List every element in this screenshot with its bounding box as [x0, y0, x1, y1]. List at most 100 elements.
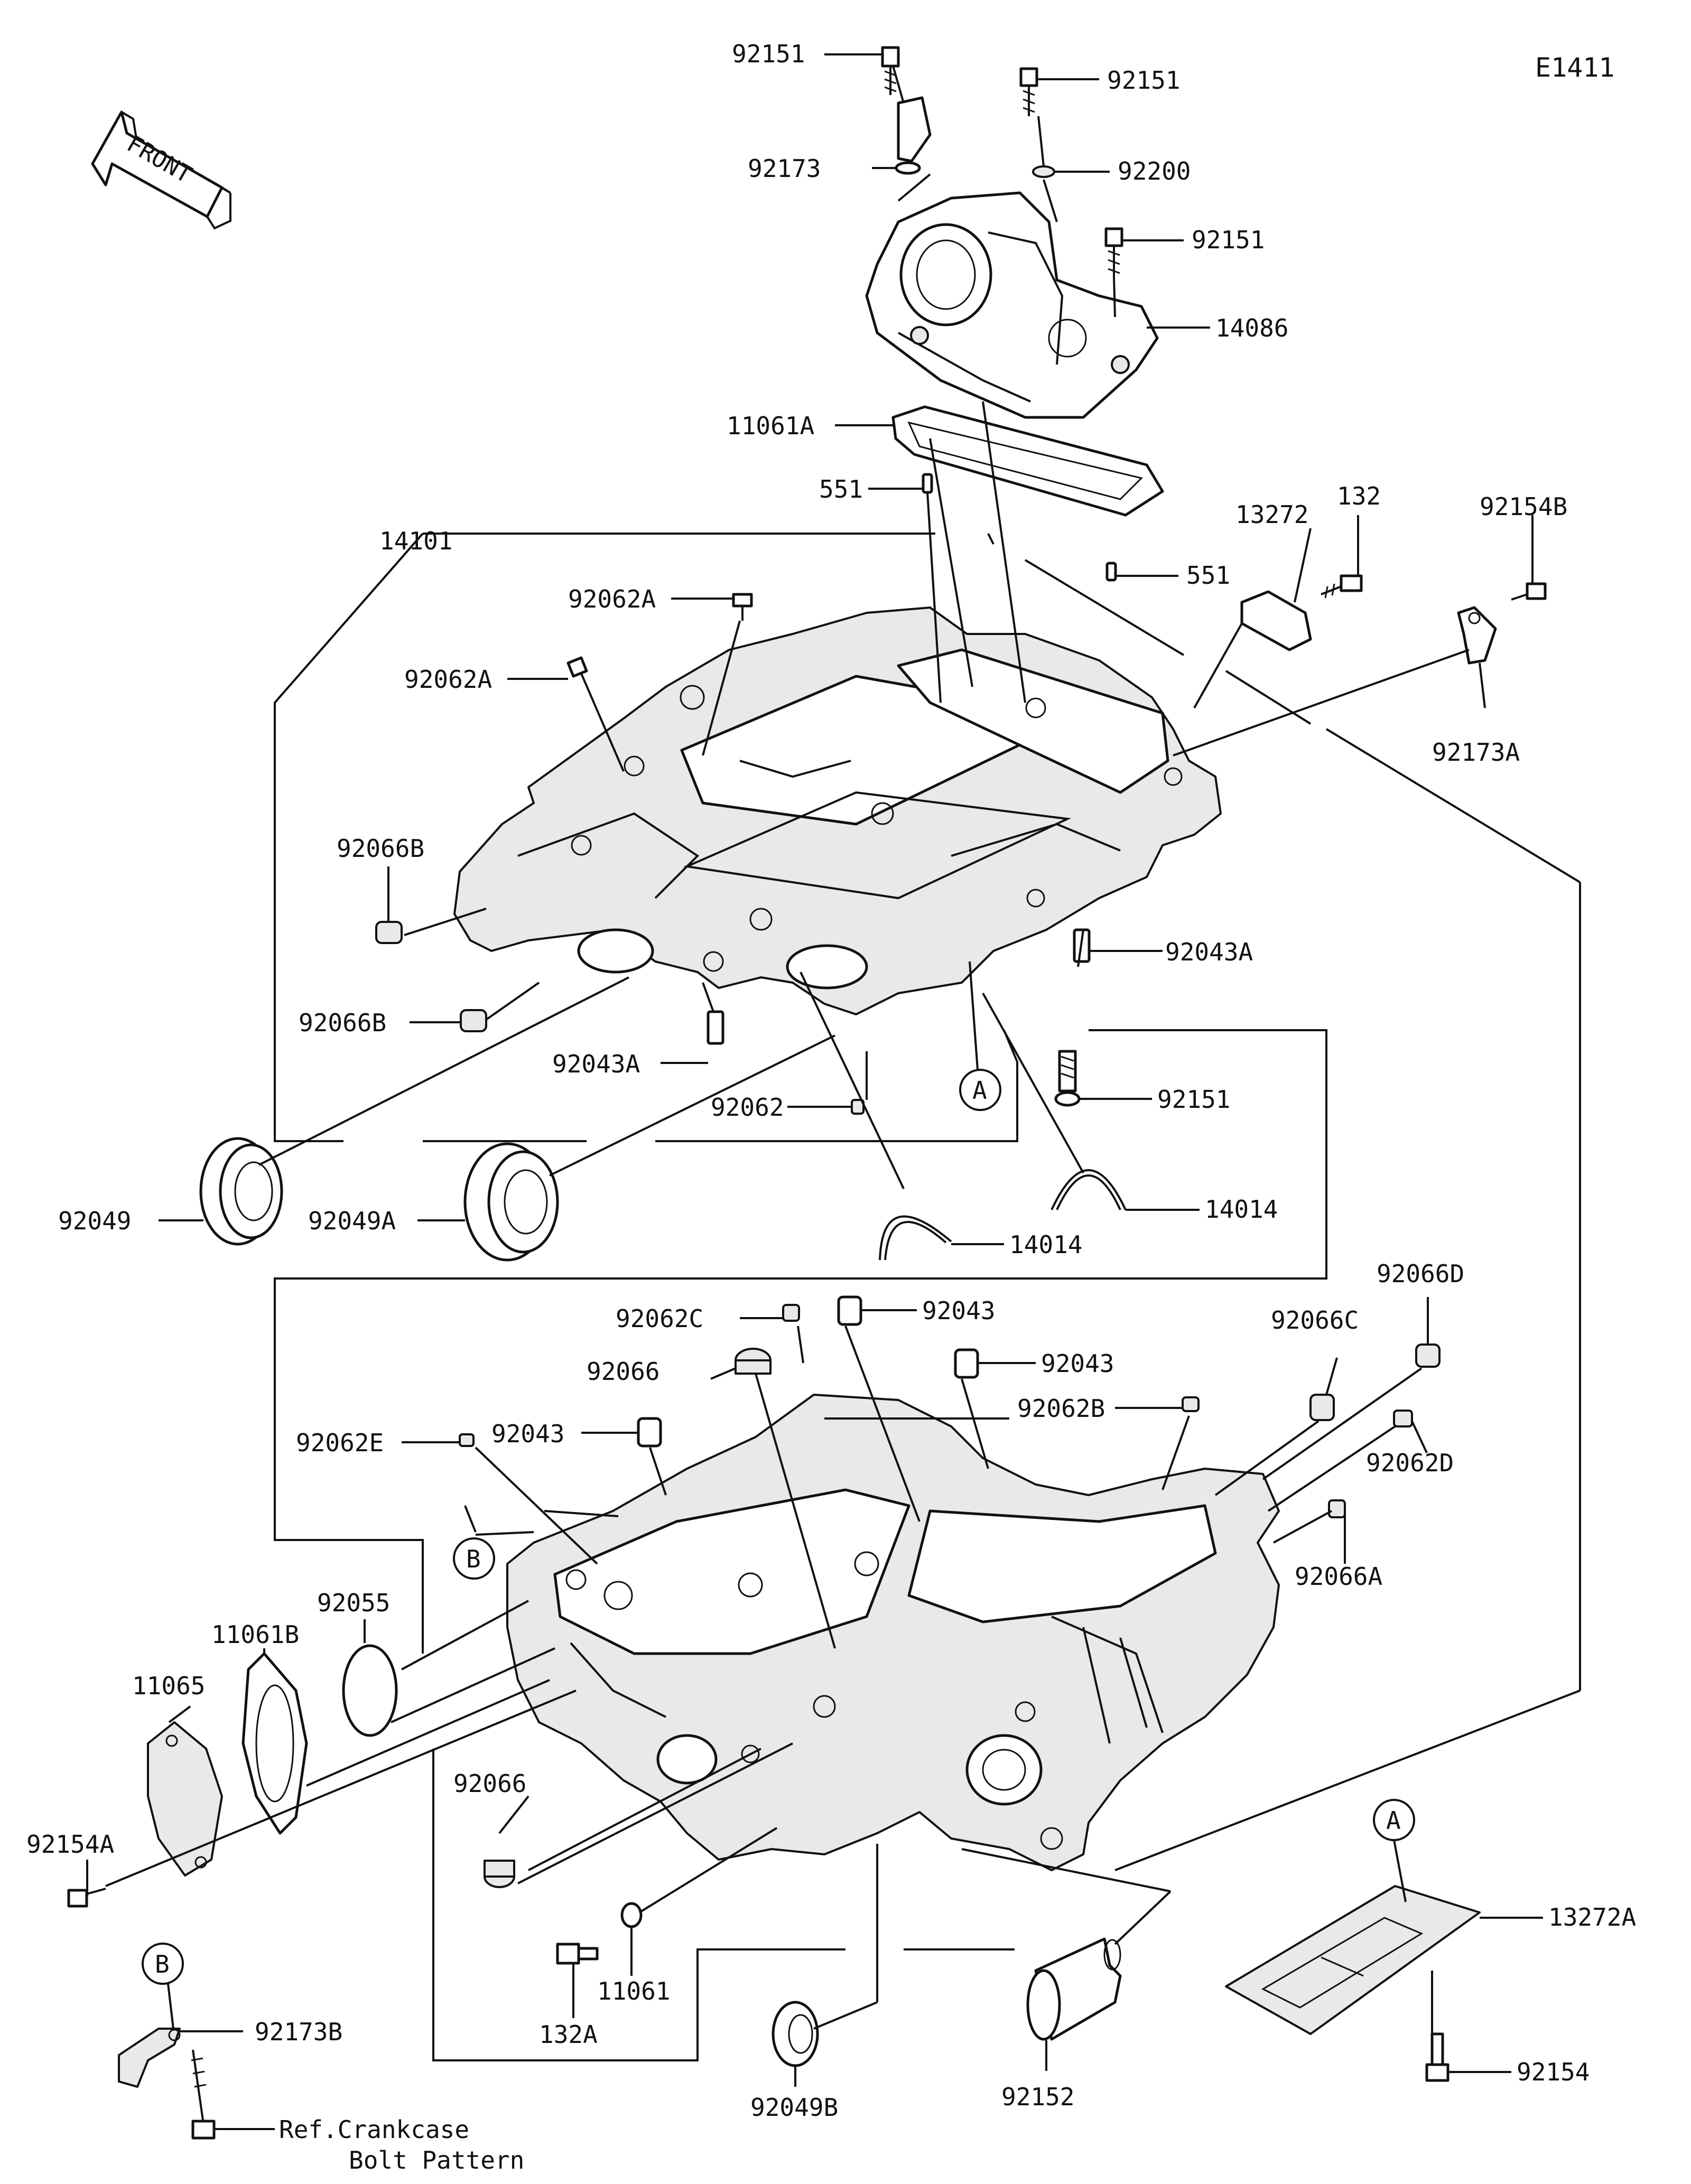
label-11065: 11065 [132, 1672, 205, 1700]
cover-11065 [147, 1721, 223, 1877]
bolt-132A [556, 1943, 599, 1965]
frame-14101-right [655, 1030, 1018, 1142]
callout-b-upper: B [453, 1537, 495, 1580]
plug-92062B [1182, 1396, 1200, 1412]
bolt-92062A-a [732, 593, 753, 621]
dowel-92043A-a [707, 1010, 724, 1045]
upper-crankcase-14101 [453, 606, 1222, 1015]
oil-seal-92049B [772, 2001, 819, 2067]
label-11061A: 11061A [727, 412, 814, 440]
bolt-92154 [1425, 2032, 1450, 2082]
label-92066-b: 92066 [453, 1769, 526, 1798]
label-92062E: 92062E [296, 1429, 384, 1457]
label-14014-a: 14014 [1009, 1230, 1082, 1259]
lower-crankcase [506, 1394, 1280, 1871]
bracket-13272 [1240, 590, 1312, 651]
bolt-92151-a [881, 46, 900, 95]
collar-92066B-a [375, 921, 403, 944]
svg-text:B: B [466, 1545, 481, 1573]
label-92154: 92154 [1517, 2058, 1590, 2086]
label-92043-b: 92043 [1041, 1349, 1114, 1378]
dowel-92043-c [637, 1417, 662, 1448]
oil-seal-92049A [463, 1142, 559, 1262]
bolt-92062A-b [566, 656, 588, 678]
label-92200: 92200 [1118, 157, 1191, 185]
oil-filter-fitting-92152 [1026, 1937, 1122, 2041]
collar-92066 [735, 1348, 772, 1375]
collar-92066-b [484, 1860, 515, 1888]
bolt-ref-crankcase [191, 2049, 216, 2140]
label-551-a: 551 [819, 475, 863, 503]
label-92043-a: 92043 [922, 1296, 995, 1325]
frame-lower [274, 1277, 1326, 1654]
label-92066: 92066 [587, 1357, 659, 1386]
dowel-92043-b [954, 1348, 979, 1379]
front-arrow-icon: FRONT [91, 110, 231, 230]
breather-cover-14086 [865, 191, 1159, 419]
label-92049B: 92049B [750, 2093, 838, 2122]
label-92043A-a: 92043A [552, 1050, 640, 1078]
bracket-13272A [1225, 1885, 1481, 2035]
label-92151-b: 92151 [1107, 66, 1180, 95]
label-92154A: 92154A [26, 1830, 114, 1859]
label-92173B: 92173B [255, 2018, 342, 2046]
label-92055: 92055 [317, 1589, 390, 1617]
bolt-92151-d [1054, 1050, 1081, 1107]
collar-92066D [1415, 1343, 1441, 1368]
label-92066D: 92066D [1377, 1259, 1464, 1288]
part-labels: 92151 92151 92173 92200 92151 14086 1106… [26, 40, 1636, 2174]
callout-a-lower: A [1373, 1799, 1415, 1841]
oil-seal-92049 [199, 1137, 283, 1246]
frame-14101 [274, 533, 424, 1142]
label-92154B: 92154B [1480, 492, 1567, 521]
label-132: 132 [1337, 482, 1381, 510]
label-11061: 11061 [597, 1977, 670, 2005]
bracket-92173B [118, 2028, 181, 2088]
bracket-92173 [895, 96, 932, 175]
dowel-551-b [1105, 562, 1117, 582]
bearing-14014-b [1051, 1169, 1127, 1210]
label-92066B-a: 92066B [337, 834, 424, 863]
label-92066A: 92066A [1295, 1562, 1382, 1591]
label-92049: 92049 [58, 1207, 131, 1235]
reference-note-line2: Bolt Pattern [349, 2146, 524, 2174]
label-92151-d: 92151 [1157, 1085, 1230, 1114]
diagram-code: E1411 [1535, 52, 1615, 83]
label-92152: 92152 [1001, 2083, 1074, 2111]
gasket-11061B [241, 1652, 308, 1835]
plug-92062E [459, 1433, 475, 1447]
svg-text:A: A [972, 1076, 987, 1105]
clamp-92173A [1457, 606, 1497, 665]
washer-11061 [620, 1902, 643, 1928]
collar-92066C [1309, 1394, 1335, 1421]
label-13272: 13272 [1235, 500, 1308, 529]
bolt-92154A [67, 1888, 106, 1908]
dowel-92043-a [837, 1295, 862, 1326]
collar-92066B-b [460, 1009, 487, 1032]
callout-a-upper: A [959, 1069, 1001, 1111]
label-92062C: 92062C [616, 1304, 703, 1333]
label-92062A-a: 92062A [568, 585, 656, 613]
label-13272A: 13272A [1548, 1903, 1636, 1931]
o-ring-92055 [342, 1644, 398, 1737]
label-92062B: 92062B [1017, 1394, 1105, 1423]
dowel-551-a [922, 473, 933, 494]
collar-92066A [1328, 1499, 1346, 1518]
bolt-92151-b [1019, 67, 1038, 116]
bolt-92151-c [1104, 227, 1123, 277]
label-92151-a: 92151 [732, 40, 805, 68]
label-92066C: 92066C [1271, 1306, 1359, 1334]
label-92049A: 92049A [308, 1207, 396, 1235]
label-551-b: 551 [1186, 561, 1230, 590]
plug-92062C [782, 1304, 800, 1322]
label-92062A-b: 92062A [404, 665, 492, 694]
plug-92062D [1393, 1410, 1413, 1427]
bearing-14014-a [879, 1215, 952, 1261]
bolt-92154B [1511, 582, 1547, 601]
reference-note-line1: Ref.Crankcase [279, 2115, 469, 2144]
label-11061B: 11061B [211, 1620, 299, 1649]
washer-92200 [1032, 165, 1055, 178]
label-132A: 132A [539, 2020, 598, 2049]
label-14014-b: 14014 [1205, 1195, 1278, 1224]
